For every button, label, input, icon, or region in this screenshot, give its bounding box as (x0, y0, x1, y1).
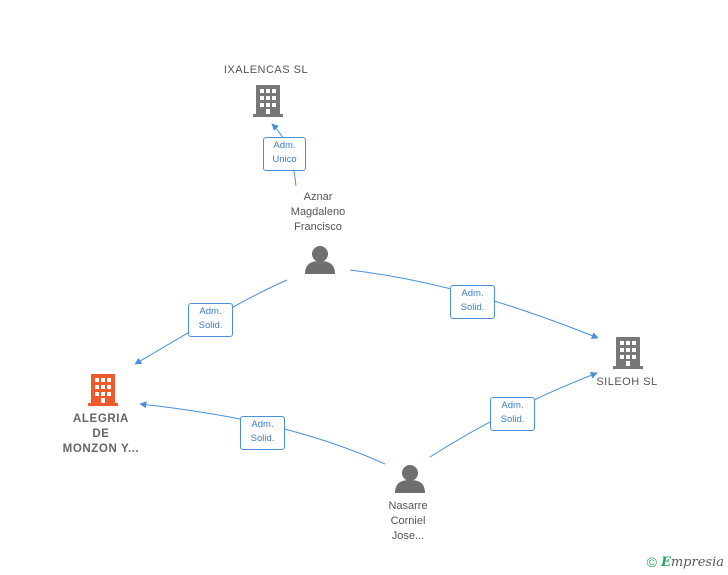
person-icon[interactable] (305, 246, 335, 274)
node-label-nasarre[interactable]: Nasarre Corniel Jose... (348, 499, 468, 544)
edge-role-line: Adm. (501, 400, 524, 411)
name-line: Nasarre (388, 500, 428, 512)
name-line: Corniel (390, 515, 426, 527)
edge-role-line: Adm. (273, 140, 296, 151)
copyright-icon: © (646, 554, 657, 570)
name-line: MONZON Y... (62, 443, 140, 455)
node-label-alegria[interactable]: ALEGRIA DE MONZON Y... (46, 412, 156, 457)
node-label-aznar[interactable]: Aznar Magdaleno Francisco (258, 190, 378, 235)
name-line: Jose... (391, 530, 425, 542)
edge-role-line: Solid. (198, 320, 223, 331)
person-icon[interactable] (395, 465, 425, 493)
name-line: DE (92, 428, 110, 440)
brand-footer: © Empresia (647, 553, 724, 571)
edge-role-line: Solid. (500, 414, 525, 425)
edge-role-line: Adm. (461, 288, 484, 299)
edge-role-line: Solid. (250, 433, 275, 444)
name-line: Aznar (303, 191, 333, 203)
edge-role-line: Solid. (460, 302, 485, 313)
edge-label-aznar-ixalencas[interactable]: Adm. Unico (263, 137, 306, 171)
edge-label-nasarre-alegria[interactable]: Adm. Solid. (240, 416, 285, 450)
edge-label-aznar-alegria[interactable]: Adm. Solid. (188, 303, 233, 337)
building-icon[interactable] (88, 374, 118, 406)
building-icon[interactable] (613, 337, 643, 369)
node-label-ixalencas[interactable]: IXALENCAS SL (223, 64, 309, 76)
brand-logo[interactable]: Empresia (661, 555, 724, 570)
edge-role-line: Unico (272, 154, 297, 165)
name-line: Francisco (294, 221, 342, 233)
name-line: Magdaleno (290, 206, 346, 218)
brand-name: mpresia (670, 554, 724, 570)
node-label-sileoh[interactable]: SILEOH SL (596, 376, 658, 388)
brand-initial: E (660, 554, 671, 570)
edge-label-aznar-sileoh[interactable]: Adm. Solid. (450, 285, 495, 319)
edge-role-line: Adm. (199, 306, 222, 317)
edge-label-nasarre-sileoh[interactable]: Adm. Solid. (490, 397, 535, 431)
edge-role-line: Adm. (251, 419, 274, 430)
building-icon[interactable] (253, 85, 283, 117)
name-line: ALEGRIA (73, 413, 129, 425)
